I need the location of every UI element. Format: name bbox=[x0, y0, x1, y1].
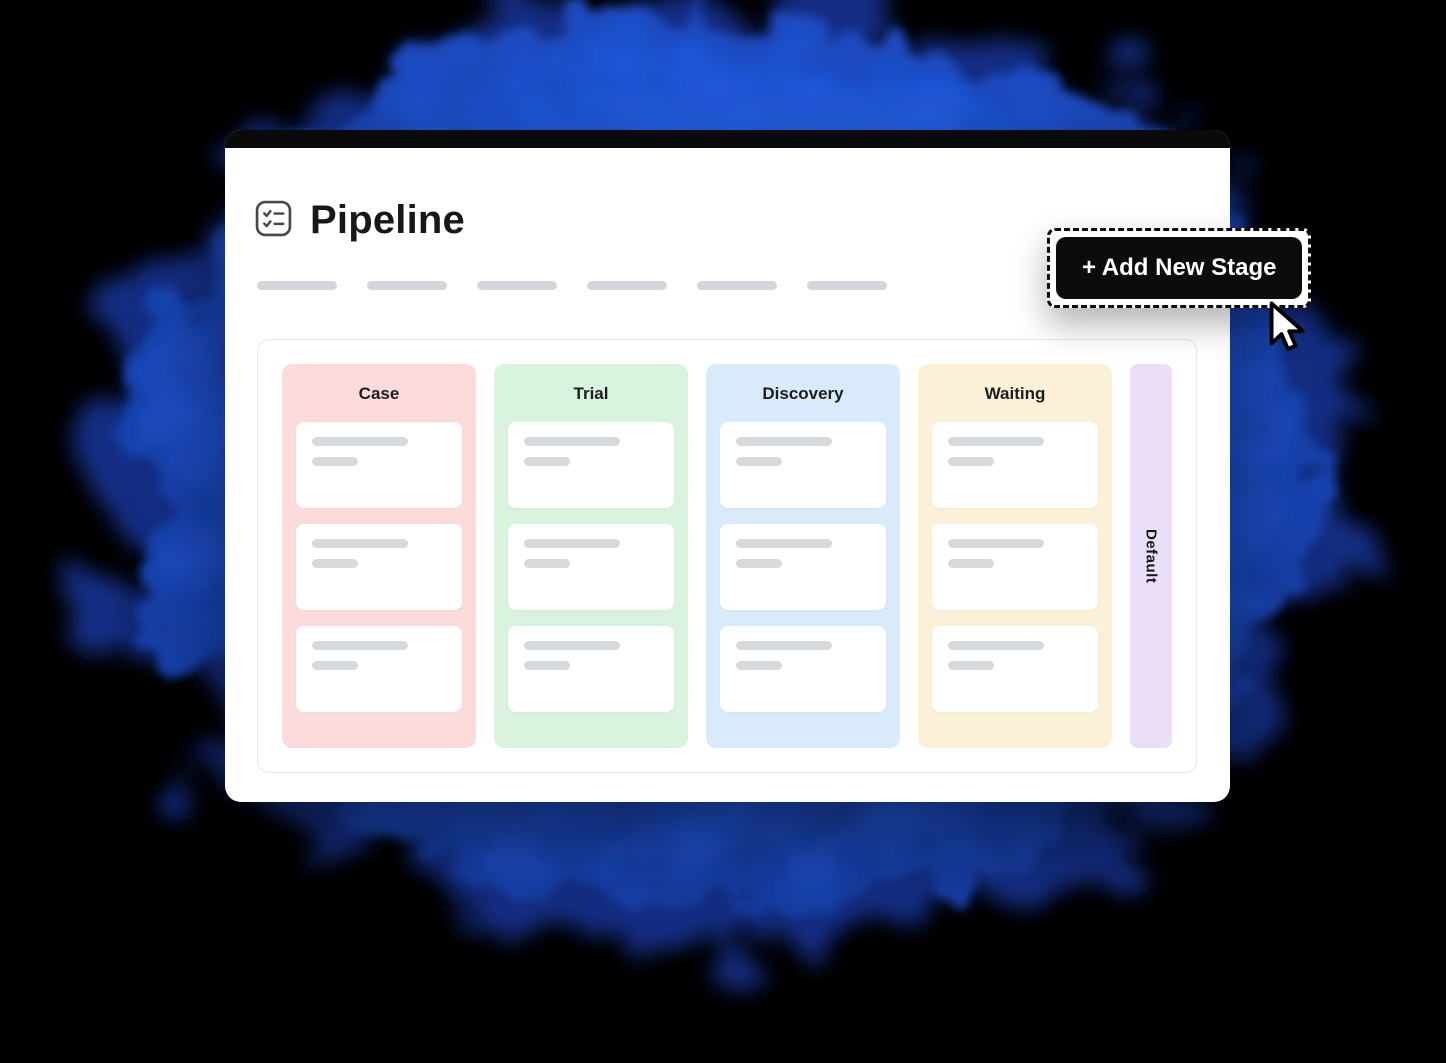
page-header: Pipeline bbox=[255, 198, 465, 243]
skeleton-line bbox=[524, 559, 570, 568]
stage-column-trial: Trial bbox=[494, 364, 688, 748]
skeleton-line bbox=[948, 457, 994, 466]
skeleton-line bbox=[736, 539, 833, 548]
skeleton-line bbox=[736, 437, 833, 446]
stage-column-case: Case bbox=[282, 364, 476, 748]
stage-column-cards bbox=[494, 422, 688, 712]
stage-column-cards bbox=[282, 422, 476, 712]
stage-column-cards bbox=[918, 422, 1112, 712]
skeleton-pill bbox=[477, 281, 557, 290]
kanban-card[interactable] bbox=[296, 626, 462, 712]
skeleton-line bbox=[736, 457, 782, 466]
kanban-card[interactable] bbox=[508, 626, 674, 712]
skeleton-line bbox=[312, 559, 358, 568]
skeleton-line bbox=[312, 539, 409, 548]
stage-column-title: Trial bbox=[573, 384, 609, 403]
skeleton-line bbox=[948, 539, 1045, 548]
skeleton-line bbox=[736, 661, 782, 670]
kanban-card[interactable] bbox=[508, 422, 674, 508]
kanban-card[interactable] bbox=[720, 626, 886, 712]
skeleton-line bbox=[524, 641, 621, 650]
stage-column-waiting: Waiting bbox=[918, 364, 1112, 748]
skeleton-line bbox=[524, 539, 621, 548]
kanban-card[interactable] bbox=[932, 626, 1098, 712]
skeleton-line bbox=[524, 437, 621, 446]
kanban-card[interactable] bbox=[932, 524, 1098, 610]
skeleton-line bbox=[948, 437, 1045, 446]
toolbar-skeleton-row bbox=[257, 281, 887, 290]
default-stage-label: Default bbox=[1142, 528, 1160, 584]
stage-column-title: Case bbox=[358, 384, 400, 403]
skeleton-line bbox=[312, 437, 409, 446]
skeleton-line bbox=[948, 559, 994, 568]
skeleton-line bbox=[312, 641, 409, 650]
stage-column-title: Discovery bbox=[762, 384, 844, 403]
page-title: Pipeline bbox=[310, 198, 465, 242]
stage-column-cards bbox=[706, 422, 900, 712]
stage-column-discovery: Discovery bbox=[706, 364, 900, 748]
skeleton-line bbox=[948, 641, 1045, 650]
skeleton-pill bbox=[257, 281, 337, 290]
skeleton-line bbox=[736, 641, 833, 650]
kanban-card[interactable] bbox=[296, 422, 462, 508]
stage-column-title: Waiting bbox=[984, 384, 1046, 403]
kanban-card[interactable] bbox=[720, 422, 886, 508]
kanban-card[interactable] bbox=[508, 524, 674, 610]
add-new-stage-button[interactable]: + Add New Stage bbox=[1056, 237, 1303, 299]
skeleton-pill bbox=[697, 281, 777, 290]
skeleton-line bbox=[524, 661, 570, 670]
kanban-card[interactable] bbox=[296, 524, 462, 610]
pipeline-board: Case Trial bbox=[257, 339, 1197, 773]
skeleton-line bbox=[524, 457, 570, 466]
skeleton-line bbox=[948, 661, 994, 670]
skeleton-pill bbox=[587, 281, 667, 290]
skeleton-line bbox=[312, 661, 358, 670]
kanban-card[interactable] bbox=[932, 422, 1098, 508]
skeleton-line bbox=[736, 559, 782, 568]
window-top-bar bbox=[225, 130, 1230, 148]
checklist-icon bbox=[255, 200, 292, 242]
skeleton-line bbox=[312, 457, 358, 466]
skeleton-pill bbox=[367, 281, 447, 290]
kanban-card[interactable] bbox=[720, 524, 886, 610]
skeleton-pill bbox=[807, 281, 887, 290]
add-new-stage-dashed-outline: + Add New Stage bbox=[1047, 228, 1312, 308]
pointer-cursor-icon bbox=[1262, 300, 1310, 363]
default-stage-column[interactable]: Default bbox=[1130, 364, 1172, 748]
